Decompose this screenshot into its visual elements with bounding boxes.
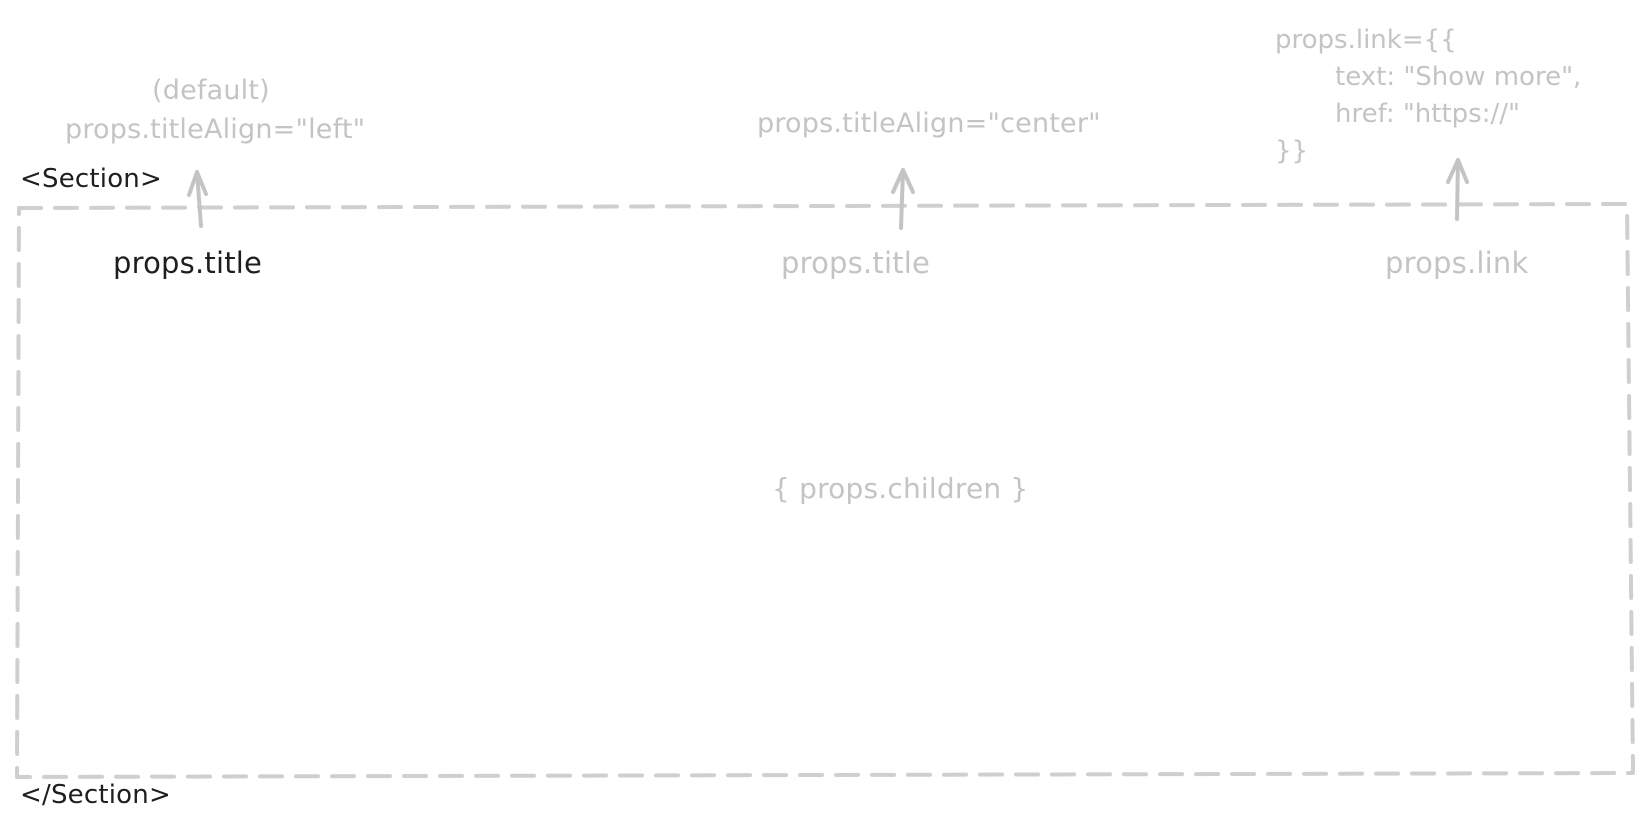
link-code-note: props.link={{ text: "Show more", href: "… — [1275, 22, 1581, 170]
default-note: (default) — [152, 75, 270, 106]
link-slot: props.link — [1385, 246, 1529, 280]
link-code-line: href: "https://" — [1335, 99, 1520, 129]
section-close-tag: </Section> — [20, 780, 171, 810]
arrow-center-title-align — [891, 168, 915, 230]
arrow-link-code — [1446, 158, 1469, 221]
link-code-line: text: "Show more", — [1335, 62, 1582, 92]
title-slot-center: props.title — [781, 246, 931, 280]
children-slot: { props.children } — [772, 472, 1029, 505]
arrow-left-title-align — [187, 170, 208, 228]
link-code-line: }} — [1275, 136, 1309, 166]
title-align-center-note: props.titleAlign="center" — [757, 108, 1101, 139]
title-align-left-note: props.titleAlign="left" — [65, 114, 366, 145]
title-slot-left: props.title — [113, 246, 263, 280]
section-dashed-frame — [15, 202, 1635, 779]
section-open-tag: <Section> — [20, 164, 162, 194]
link-code-line: props.link={{ — [1275, 25, 1457, 55]
